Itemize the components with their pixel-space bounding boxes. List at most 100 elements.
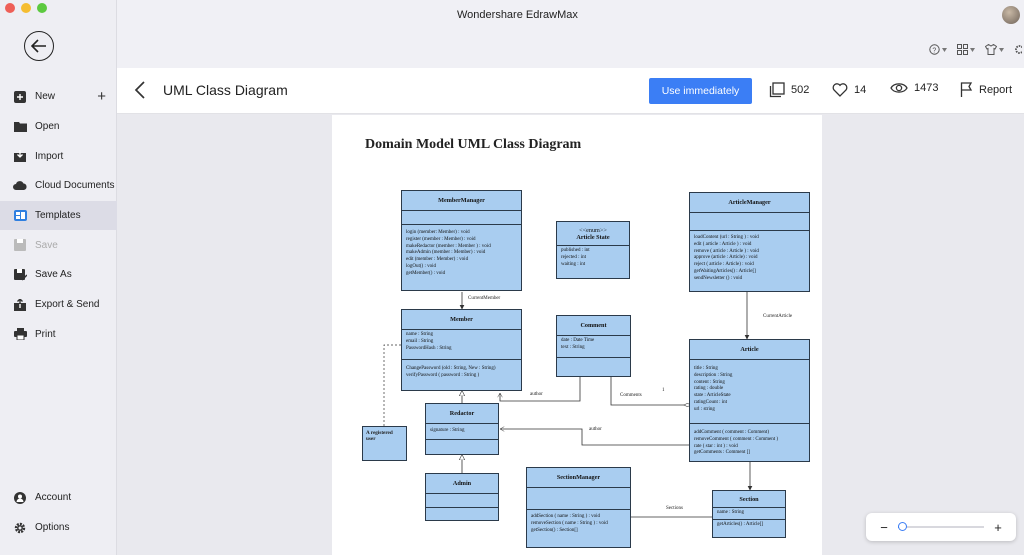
sidebar-item-cloud-documents[interactable]: Cloud Documents <box>0 171 117 201</box>
report-label: Report <box>979 83 1013 96</box>
page-title: UML Class Diagram <box>163 82 288 98</box>
sidebar-item-templates[interactable]: Templates <box>0 200 117 231</box>
class-attributes <box>527 488 630 510</box>
settings-button[interactable] <box>1014 44 1022 55</box>
maximize-window-button[interactable] <box>37 3 47 13</box>
method: login (member: Member) : void <box>406 230 470 235</box>
connector-note-member <box>383 344 401 426</box>
zoom-slider-handle[interactable] <box>898 522 908 531</box>
save-icon <box>13 238 27 252</box>
folder-icon <box>13 120 27 134</box>
class-name: ArticleManager <box>690 193 809 213</box>
heart-icon <box>832 83 848 97</box>
save-as-icon <box>13 268 27 282</box>
class-comment[interactable]: Comment date : Date Time text : String <box>556 315 631 377</box>
window-controls <box>5 3 47 13</box>
zoom-out-button[interactable]: − <box>880 519 888 535</box>
class-admin[interactable]: Admin <box>425 473 499 521</box>
help-menu[interactable]: ? <box>929 44 947 55</box>
sidebar-bottom: Account Options <box>0 483 117 542</box>
method: makeAdmin (member : Member) : void <box>406 250 486 256</box>
flag-icon <box>960 82 973 97</box>
templates-icon <box>13 209 27 223</box>
class-member-manager[interactable]: MemberManager login (member: Member) : v… <box>401 190 522 291</box>
class-redactor[interactable]: Redactor signature : String <box>425 403 499 455</box>
attribute: signature : String <box>430 428 465 433</box>
class-name: SectionManager <box>527 468 630 488</box>
sidebar-item-save-as[interactable]: Save As <box>0 260 117 290</box>
class-section[interactable]: Section name : String getArticles() : Ar… <box>712 490 786 538</box>
class-section-manager[interactable]: SectionManager addSection ( name : Strin… <box>526 467 631 548</box>
class-name: Section <box>713 491 785 508</box>
sidebar-item-export-send[interactable]: Export & Send <box>0 290 117 320</box>
method: reject ( article : Article) : void <box>694 262 754 268</box>
method: verifyPassword ( password : String ) <box>406 372 480 378</box>
preview-canvas[interactable]: Domain Model UML Class Diagram MemberMan… <box>117 115 1024 555</box>
attribute: email : String <box>406 338 434 344</box>
add-new-icon[interactable]: + <box>97 88 106 105</box>
class-attributes: name : String <box>713 508 785 520</box>
like-button[interactable]: 14 <box>832 82 866 97</box>
back-button[interactable] <box>24 31 54 61</box>
sidebar-item-account[interactable]: Account <box>0 483 117 513</box>
back-to-templates-button[interactable] <box>134 81 146 104</box>
use-immediately-button[interactable]: Use immediately <box>649 78 752 104</box>
report-button[interactable]: Report <box>960 82 1012 97</box>
class-methods: loadContent (url : String ) : void edit … <box>690 231 809 285</box>
class-member[interactable]: Member name : String email : String Pass… <box>401 309 522 391</box>
attribute: title : String <box>694 366 718 371</box>
class-attributes: title : String description : String cont… <box>690 360 809 424</box>
eye-icon <box>890 83 908 93</box>
duplicate-stat[interactable]: 502 <box>769 82 809 98</box>
connector-article-redactor <box>500 429 689 446</box>
class-article[interactable]: Article title : String description : Str… <box>689 339 810 462</box>
template-header: UML Class Diagram Use immediately 502 14… <box>117 68 1024 114</box>
like-count: 14 <box>854 83 867 96</box>
sidebar-item-label: Cloud Documents <box>35 180 115 192</box>
connector-comment-article <box>610 377 684 405</box>
shirt-icon <box>985 44 997 55</box>
sidebar-item-label: Export & Send <box>35 299 100 311</box>
class-article-state[interactable]: <<enum>> Article State published : int r… <box>556 221 630 279</box>
zoom-control: − + <box>866 513 1016 541</box>
enum-value: published : int <box>561 248 590 253</box>
class-methods: login (member: Member) : void register (… <box>402 225 521 280</box>
apps-grid-icon <box>957 44 968 55</box>
attribute: description : String <box>694 372 733 378</box>
sidebar-item-new[interactable]: New + <box>0 82 117 112</box>
zoom-in-button[interactable]: + <box>994 519 1002 535</box>
arrow-left-icon <box>31 39 46 53</box>
sidebar-item-print[interactable]: Print <box>0 320 117 350</box>
class-article-manager[interactable]: ArticleManager loadContent (url : String… <box>689 192 810 292</box>
note-registered-user[interactable]: A registered user <box>362 426 407 461</box>
class-attributes: signature : String <box>426 424 498 440</box>
cloud-icon <box>13 179 27 193</box>
label-comments: Comments <box>620 393 642 398</box>
attribute: ratingCount : int <box>694 399 728 405</box>
class-title: Article State <box>576 233 610 241</box>
sidebar-item-save[interactable]: Save <box>0 230 117 260</box>
minimize-window-button[interactable] <box>21 3 31 13</box>
diagram-page: Domain Model UML Class Diagram MemberMan… <box>332 115 822 555</box>
class-methods <box>426 508 498 512</box>
sidebar-item-options[interactable]: Options <box>0 513 117 543</box>
method: edit (member : Member) : void <box>406 257 469 263</box>
chevron-down-icon <box>970 47 975 52</box>
zoom-slider[interactable] <box>898 522 984 531</box>
class-methods <box>557 358 630 362</box>
method: logOut() : void <box>406 263 436 269</box>
sidebar-item-open[interactable]: Open <box>0 112 117 142</box>
close-window-button[interactable] <box>5 3 15 13</box>
apps-menu[interactable] <box>957 44 975 55</box>
sidebar-item-label: Account <box>35 492 72 504</box>
avatar[interactable] <box>1002 6 1020 24</box>
duplicate-count: 502 <box>791 84 810 96</box>
gear-icon <box>13 521 27 535</box>
enum-values: published : int rejected : int waiting :… <box>557 246 629 270</box>
theme-menu[interactable] <box>985 44 1004 55</box>
sidebar-item-label: Templates <box>35 210 81 222</box>
sidebar-item-import[interactable]: Import <box>0 141 117 171</box>
label-current-member: CurrentMember <box>468 296 501 301</box>
sidebar-nav: New + Open Import Cloud Documents Templa… <box>0 82 117 349</box>
method: sendNewsletter () : void <box>694 275 743 281</box>
